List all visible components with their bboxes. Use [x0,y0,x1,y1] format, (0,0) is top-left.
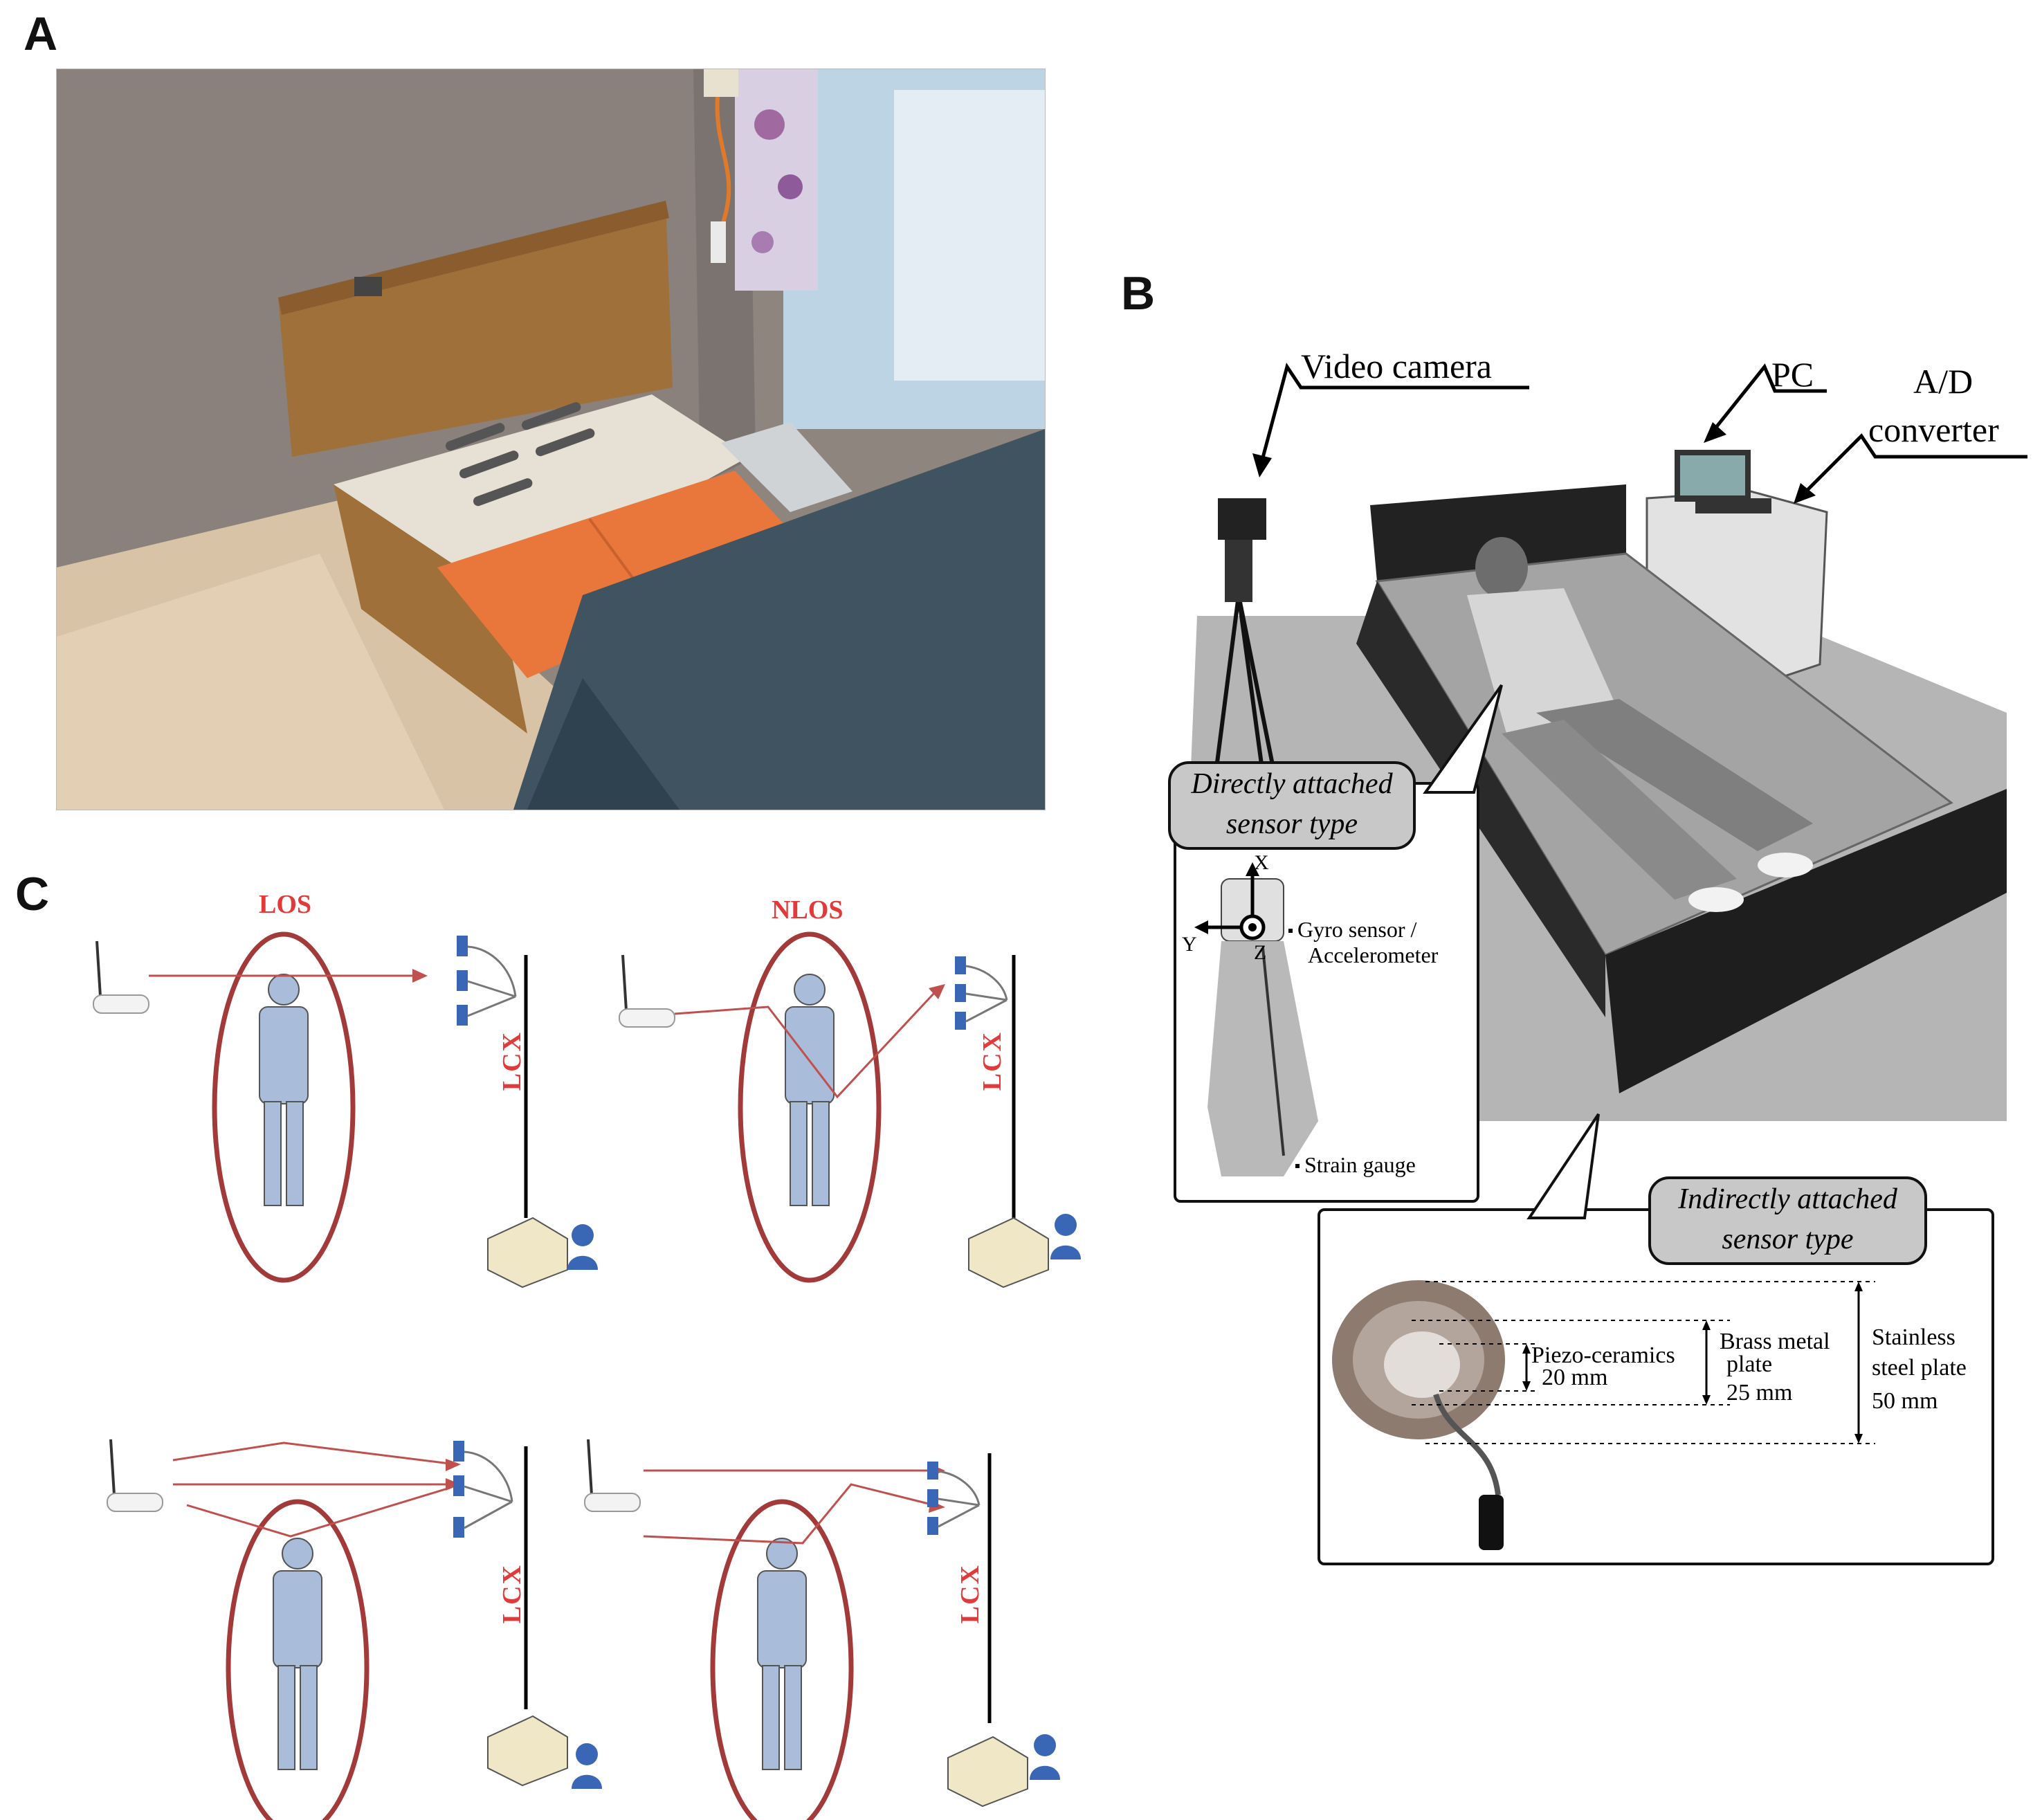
indirect-sensor-title-line1: Indirectly attached [1678,1183,1897,1215]
lcx-label-4: LCX [956,1564,985,1624]
lcx-antenna-icon [453,1441,528,1709]
brass-label-line3: 25 mm [1726,1380,1793,1405]
person-figure-icon [273,1538,322,1770]
indirect-sensor-title-line2: sensor type [1722,1223,1854,1255]
nlos-scenario [619,931,1081,1289]
lcx-label-3: LCX [498,1564,527,1624]
strain-marker [1295,1164,1300,1168]
axis-y-label: Y [1182,933,1197,956]
multipath-los-scenario [107,1439,602,1820]
wifi-router-icon [93,940,149,1014]
steel-label-line2: steel plate [1872,1355,1967,1381]
direct-sensor-title-line1: Directly attached [1191,768,1393,800]
dimension-lines [1412,1281,1875,1444]
los-scenario [93,931,598,1289]
gyro-label-line2: Accelerometer [1308,943,1439,967]
ad-converter-callout-line1: A/D [1913,362,1973,401]
pc-leader [1704,363,1827,443]
direct-sensor-title: Directly attached sensor type [1168,761,1416,850]
lcx-label-2: LCX [978,1031,1007,1091]
direct-sensor-pointer [1423,684,1503,794]
video-camera-leader [1252,363,1529,477]
wifi-router-icon [107,1439,163,1512]
axis-indicator [1194,862,1266,940]
lcx-antenna-icon [955,955,1016,1218]
wifi-router-icon [619,954,675,1028]
wifi-router-icon [584,1439,641,1512]
bedroom-photo [56,69,1046,810]
receiver-box-icon [968,1217,1049,1289]
receiver-box-icon [487,1217,568,1289]
indirect-sensor-pointer [1526,1113,1600,1219]
bedroom-illustration [57,69,1045,810]
direct-sensor-title-line2: sensor type [1225,808,1358,840]
lcx-antenna-icon [927,1453,992,1723]
user-icon [1030,1734,1060,1780]
steel-label-line3: 50 mm [1872,1388,1938,1414]
panel-c-label: C [15,868,50,920]
lcx-antenna-icon [457,936,528,1218]
person-figure-icon [757,1538,807,1770]
gyro-label-line1: Gyro sensor / [1297,917,1417,942]
steel-label-line1: Stainless [1872,1325,1956,1350]
pc-callout: PC [1771,355,1814,394]
piezo-label-line2: 20 mm [1542,1365,1608,1390]
piezo-label-line1: Piezo-ceramics [1531,1343,1675,1368]
panel-b-label: B [1121,267,1156,320]
axis-x-label: X [1254,851,1269,874]
panel-a-label: A [24,8,58,60]
gyro-marker [1288,929,1293,933]
indirect-sensor-title: Indirectly attached sensor type [1648,1176,1927,1265]
axis-z-label: Z [1254,941,1267,964]
multipath-nlos-scenario [584,1439,1060,1820]
user-icon [1050,1214,1081,1259]
strain-gauge-label: Strain gauge [1304,1152,1416,1177]
brass-label-line2: plate [1726,1352,1773,1377]
los-label: LOS [259,890,312,919]
user-icon [567,1224,598,1270]
nlos-label: NLOS [772,895,844,925]
video-camera-callout: Video camera [1301,347,1493,385]
ad-converter-leader [1794,433,2027,504]
receiver-box-icon [487,1715,568,1787]
ad-converter-callout-line2: converter [1868,410,1999,449]
lcx-label-1: LCX [498,1031,527,1091]
person-figure-icon [259,974,309,1206]
user-icon [572,1743,602,1789]
brass-label-line1: Brass metal [1720,1329,1830,1354]
person-figure-icon [785,974,835,1206]
receiver-box-icon [947,1736,1028,1808]
